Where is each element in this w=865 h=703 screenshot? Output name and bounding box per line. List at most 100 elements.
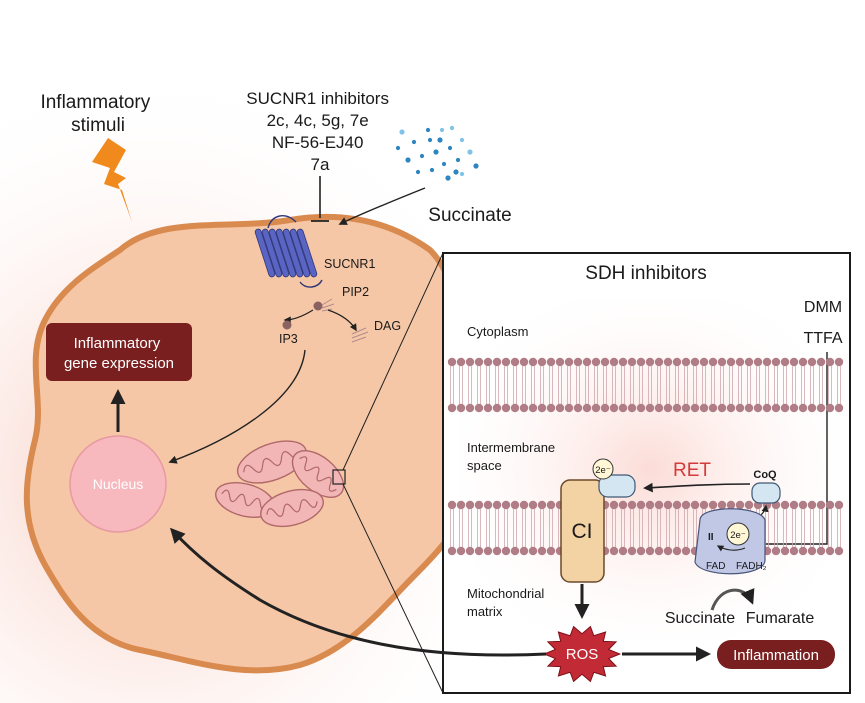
succinate-dot <box>405 157 411 163</box>
pip2-to-ip3-arrow <box>283 309 314 324</box>
ros-label: ROS <box>566 646 599 663</box>
fumarate-label: Fumarate <box>746 610 815 627</box>
lipid-head <box>501 546 511 556</box>
lipid-tail <box>576 366 580 404</box>
lipid-head <box>618 403 628 413</box>
succinate-dot <box>473 163 479 169</box>
lipid-head <box>609 546 619 556</box>
lipid-head <box>627 403 637 413</box>
lipid-head <box>582 403 592 413</box>
inflammation-box <box>717 640 835 669</box>
lipid-head <box>546 357 556 367</box>
lipid-head <box>825 403 835 413</box>
lipid-tail <box>450 366 454 404</box>
lipid-head <box>447 546 457 556</box>
lipid-head <box>492 500 502 510</box>
lipid-tail <box>702 366 706 404</box>
succinate-dot <box>459 171 465 177</box>
complex-ii-label: II <box>708 532 714 543</box>
lipid-tail <box>774 509 778 547</box>
lipid-tail <box>657 366 661 404</box>
lipid-head <box>726 403 736 413</box>
lipid-head <box>816 357 826 367</box>
signal-to-nucleus-arrow <box>168 349 306 464</box>
lipid-head <box>798 357 808 367</box>
mitochondria-group <box>215 440 345 528</box>
lipid-head <box>789 546 799 556</box>
lipid-head <box>456 500 466 510</box>
lipid-head <box>807 357 817 367</box>
succinate-dot <box>427 137 433 143</box>
lipid-head <box>591 357 601 367</box>
lipid-head <box>825 500 835 510</box>
lipid-head <box>717 357 727 367</box>
lipid-head <box>582 357 592 367</box>
lipid-head <box>789 357 799 367</box>
lipid-tail <box>675 509 679 547</box>
lipid-head <box>474 403 484 413</box>
succinate-dot <box>433 149 439 155</box>
lipid-head <box>474 546 484 556</box>
lipid-head <box>798 500 808 510</box>
lipid-head <box>735 500 745 510</box>
lipid-head <box>564 357 574 367</box>
lipid-head <box>645 546 655 556</box>
lipid-tail <box>585 366 589 404</box>
lipid-head <box>573 403 583 413</box>
lipid-head <box>834 403 844 413</box>
ip3-molecule <box>282 320 292 330</box>
lipid-tail <box>639 366 643 404</box>
succinate-dot <box>445 175 451 181</box>
lipid-tail <box>540 366 544 404</box>
intermembrane-label: Intermembrane space <box>467 440 559 473</box>
succinate-dot <box>395 145 401 151</box>
lipid-tail <box>837 366 841 404</box>
nucleus <box>69 435 167 533</box>
pip2-molecule <box>313 298 335 312</box>
lipid-tail <box>513 366 517 404</box>
succinate-dot <box>439 127 445 133</box>
succinate-molecules <box>395 125 479 181</box>
lipid-tail <box>540 509 544 547</box>
sucnr1-label: SUCNR1 <box>324 257 375 271</box>
lipid-head <box>474 357 484 367</box>
lipid-tail <box>468 509 472 547</box>
gene-expression-label: Inflammatory gene expression <box>64 335 174 372</box>
lipid-head <box>483 403 493 413</box>
lipid-head <box>816 546 826 556</box>
lipid-head <box>609 500 619 510</box>
ret-label: RET <box>673 460 711 481</box>
lipid-tail <box>549 366 553 404</box>
ttfa-label: TTFA <box>803 330 842 347</box>
lipid-tail <box>729 366 733 404</box>
lipid-tail <box>531 366 535 404</box>
lipid-head <box>663 500 673 510</box>
fadh2-to-fad-arrow <box>716 545 746 552</box>
lipid-head <box>465 403 475 413</box>
lipid-head <box>447 357 457 367</box>
lipid-head <box>519 546 529 556</box>
lipid-head <box>789 500 799 510</box>
zoom-line-bottom <box>342 483 444 694</box>
lipid-head <box>744 357 754 367</box>
lipid-head <box>771 403 781 413</box>
lipid-tail <box>522 366 526 404</box>
lipid-tail <box>792 366 796 404</box>
lipid-tail <box>675 366 679 404</box>
lipid-tail <box>801 509 805 547</box>
lipid-head <box>537 357 547 367</box>
lipid-head <box>780 357 790 367</box>
lipid-head <box>798 403 808 413</box>
receptor-helix <box>261 228 283 278</box>
lipid-tail <box>630 366 634 404</box>
lipid-head <box>627 357 637 367</box>
lipid-head <box>546 546 556 556</box>
lipid-head <box>654 546 664 556</box>
lipid-head <box>735 403 745 413</box>
lipid-tail <box>693 366 697 404</box>
lipid-tail <box>756 366 760 404</box>
lipid-head <box>690 357 700 367</box>
electron-badge-ci <box>592 458 614 480</box>
succinate-dot <box>459 137 465 143</box>
coq-label: CoQ <box>753 469 777 481</box>
